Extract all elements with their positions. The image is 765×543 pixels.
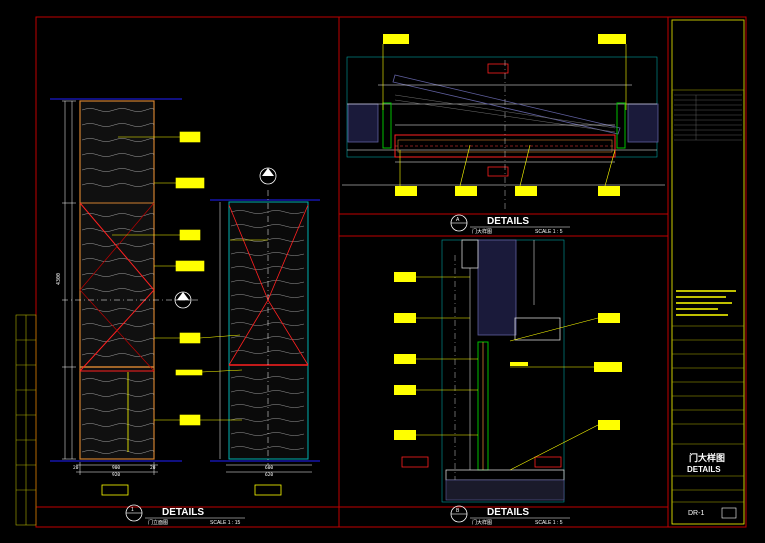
dim-bottom-left-total: 920: [112, 472, 120, 478]
caption-top-right-title: DETAILS: [487, 216, 529, 227]
detail-caption-left: 1 DETAILS 门立面图 SCALE 1 : 15: [125, 504, 245, 526]
dim-left-overall: 4300: [56, 273, 62, 285]
dim-bottom-right-total: 620: [265, 472, 273, 478]
dim-bottom-left-1: 20: [73, 465, 79, 471]
caption-top-right-scale: SCALE 1 : 5: [535, 229, 563, 235]
door-elevation-left: 4300 20 900 20 920: [50, 98, 200, 496]
caption-bottom-right-marker: B: [456, 508, 460, 514]
title-block-title-cn: 门大样图: [689, 452, 725, 463]
sheet-frame: [35, 16, 747, 528]
left-edge-strip: [15, 314, 37, 526]
dim-bottom-right: 600: [265, 465, 273, 471]
door-leaf: [79, 100, 155, 460]
caption-bottom-right-scale: SCALE 1 : 5: [535, 520, 563, 526]
caption-bottom-right-title: DETAILS: [487, 507, 529, 518]
caption-top-right-marker: A: [456, 217, 460, 223]
door-elevation-right: 600 620: [210, 167, 320, 496]
caption-bottom-right-subtitle: 门大样图: [472, 519, 492, 526]
caption-left-title: DETAILS: [162, 507, 204, 518]
detail-caption-top-right: A DETAILS 门大样图 SCALE 1 : 5: [450, 214, 570, 235]
title-block-title-en: DETAILS: [687, 465, 721, 474]
left-callouts: [112, 131, 268, 426]
plan-section-top: [342, 34, 665, 210]
caption-top-right-subtitle: 门大样图: [472, 228, 492, 235]
title-block-sheet-number: DR-1: [688, 510, 704, 517]
caption-left-scale: SCALE 1 : 15: [210, 520, 241, 526]
detail-caption-bottom-right: B DETAILS 门大样图 SCALE 1 : 5: [450, 505, 570, 526]
vertical-section-bottom: [394, 239, 622, 503]
caption-left-marker: 1: [131, 507, 134, 513]
section-marker-a: [174, 291, 192, 309]
wood-grain-pattern: [81, 108, 155, 454]
dim-bottom-left-2: 900: [112, 465, 120, 471]
title-block: 门大样图 DETAILS DR-1: [671, 19, 745, 525]
caption-left-subtitle: 门立面图: [148, 519, 168, 526]
dim-bottom-left-3: 20: [150, 465, 156, 471]
